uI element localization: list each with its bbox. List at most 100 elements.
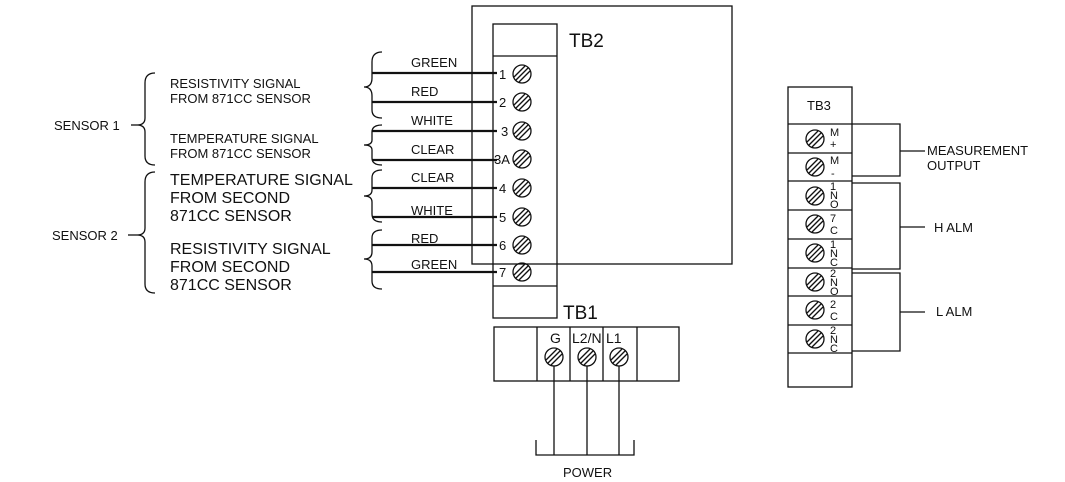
measurement-output-label: OUTPUT [927, 158, 981, 173]
tb2-wires: GREEN RED WHITE CLEAR CLEAR WHITE RED GR… [372, 55, 497, 274]
brace-icon [363, 169, 383, 223]
tb2-terminals: 1 2 3 3A 4 5 6 [494, 64, 532, 282]
power-bracket [535, 440, 635, 456]
screw-icon [805, 243, 825, 263]
resistivity-signal-line: 871CC SENSOR [170, 277, 292, 294]
resistivity-signal-line: RESISTIVITY SIGNAL [170, 241, 331, 258]
tb2-terminal-label: 3 [501, 124, 508, 139]
resistivity-signal-line: FROM SECOND [170, 259, 290, 276]
screw-icon [512, 121, 532, 141]
tb2-strip [492, 23, 558, 319]
wire-color-label: WHITE [411, 203, 453, 218]
tb3-terminal-1-nc[interactable]: 1 N C [805, 239, 838, 269]
tb1-terminal-label: G [550, 330, 561, 346]
tb3-terminal-label: 7 [830, 213, 836, 225]
h-alm-label: H ALM [934, 220, 973, 235]
screw-icon [512, 64, 532, 84]
screw-icon [805, 129, 825, 149]
tb3-terminal-label: M [830, 155, 839, 167]
wire-color-label: GREEN [411, 257, 457, 272]
tb2-terminal-4[interactable]: 4 [499, 178, 532, 198]
tb2-terminal-label: 4 [499, 181, 506, 196]
resistivity-signal-line: FROM 871CC SENSOR [170, 91, 311, 106]
screw-icon [805, 214, 825, 234]
tb3-terminal-label: O [830, 286, 839, 298]
h-alm-bracket [852, 182, 901, 270]
wire-color-label: GREEN [411, 55, 457, 70]
tb2-terminal-5[interactable]: 5 [499, 207, 532, 227]
sensor2-label: SENSOR 2 [52, 228, 118, 243]
screw-icon [805, 186, 825, 206]
screw-icon [805, 272, 825, 292]
tb3-terminal-2-no[interactable]: 2 N O [805, 268, 839, 298]
tb3-terminal-label: O [830, 199, 839, 211]
sensor-braces [128, 72, 156, 294]
tb2-terminal-2[interactable]: 2 [499, 92, 532, 112]
wire-color-label: RED [411, 231, 438, 246]
l-alm-bracket [852, 272, 901, 352]
tb3-terminal-label: C [830, 257, 838, 269]
tb3-terminal-7-c[interactable]: 7 C [805, 213, 838, 237]
power-wires: POWER [535, 366, 635, 480]
tb3-terminal-label: N [830, 334, 838, 346]
tb3-terminal-label: 1 [830, 181, 836, 193]
wire-pair-braces [363, 51, 383, 290]
l-alm-label: L ALM [936, 304, 972, 319]
temperature-signal-line: 871CC SENSOR [170, 208, 292, 225]
tb2-terminal-label: 3A [494, 152, 510, 167]
tb3-terminal-label: N [830, 277, 838, 289]
tb2-terminal-3[interactable]: 3 [501, 121, 532, 141]
screw-icon [805, 157, 825, 177]
tb3-terminal-label: C [830, 343, 838, 355]
sensor1-label: SENSOR 1 [54, 118, 120, 133]
power-label: POWER [563, 465, 612, 480]
tb3-terminal-label: 1 [830, 239, 836, 251]
tb3-terminal-label: C [830, 225, 838, 237]
tb2-terminal-3a[interactable]: 3A [494, 149, 532, 169]
temperature-signal-line: TEMPERATURE SIGNAL [170, 172, 353, 189]
tb1-terminal-l2n[interactable]: L2/N [572, 330, 602, 367]
brace-icon [363, 124, 383, 166]
tb3-terminal-label: 2 [830, 325, 836, 337]
temperature-signal-line: FROM 871CC SENSOR [170, 146, 311, 161]
tb3-title: TB3 [807, 98, 831, 113]
tb2-terminal-7[interactable]: 7 [499, 262, 532, 282]
resistivity-signal-line: RESISTIVITY SIGNAL [170, 76, 301, 91]
screw-icon [512, 235, 532, 255]
tb3-terminal-1-no[interactable]: 1 N O [805, 181, 839, 211]
wire-color-label: CLEAR [411, 142, 454, 157]
tb2-terminal-label: 6 [499, 238, 506, 253]
screw-icon [512, 149, 532, 169]
wire-color-label: WHITE [411, 113, 453, 128]
tb1-terminal-label: L1 [606, 330, 622, 346]
tb3-terminal-m-minus[interactable]: M - [805, 155, 839, 180]
brace-icon [136, 171, 156, 294]
screw-icon [805, 329, 825, 349]
tb1-terminal-g[interactable]: G [544, 330, 564, 367]
tb2-title: TB2 [569, 31, 604, 52]
measurement-bracket [852, 123, 901, 177]
tb2-terminal-6[interactable]: 6 [499, 235, 532, 255]
brace-icon [363, 51, 383, 119]
sensor2-signals: TEMPERATURE SIGNAL FROM SECOND 871CC SEN… [170, 172, 353, 294]
tb3-terminal-label: 2 [830, 268, 836, 280]
tb3-terminal-label: + [830, 139, 836, 151]
measurement-output-label: MEASUREMENT [927, 143, 1028, 158]
tb3-terminal-label: 2 [830, 299, 836, 311]
tb3-terminal-2-c[interactable]: 2 C [805, 299, 838, 323]
tb3-brackets: MEASUREMENT OUTPUT H ALM L ALM [852, 123, 1028, 352]
tb3-terminal-label: N [830, 248, 838, 260]
tb3-terminal-2-nc[interactable]: 2 N C [805, 325, 838, 355]
temperature-signal-line: FROM SECOND [170, 190, 290, 207]
tb1-terminal-label: L2/N [572, 330, 602, 346]
tb3-terminal-label: N [830, 190, 838, 202]
tb3-terminal-m-plus[interactable]: M + [805, 127, 839, 151]
screw-icon [805, 300, 825, 320]
screw-icon [512, 262, 532, 282]
tb1-title: TB1 [563, 303, 598, 324]
tb2-terminal-1[interactable]: 1 [499, 64, 532, 84]
tb3-terminal-label: C [830, 311, 838, 323]
tb1-terminal-l1[interactable]: L1 [606, 330, 629, 367]
wire-color-label: CLEAR [411, 170, 454, 185]
